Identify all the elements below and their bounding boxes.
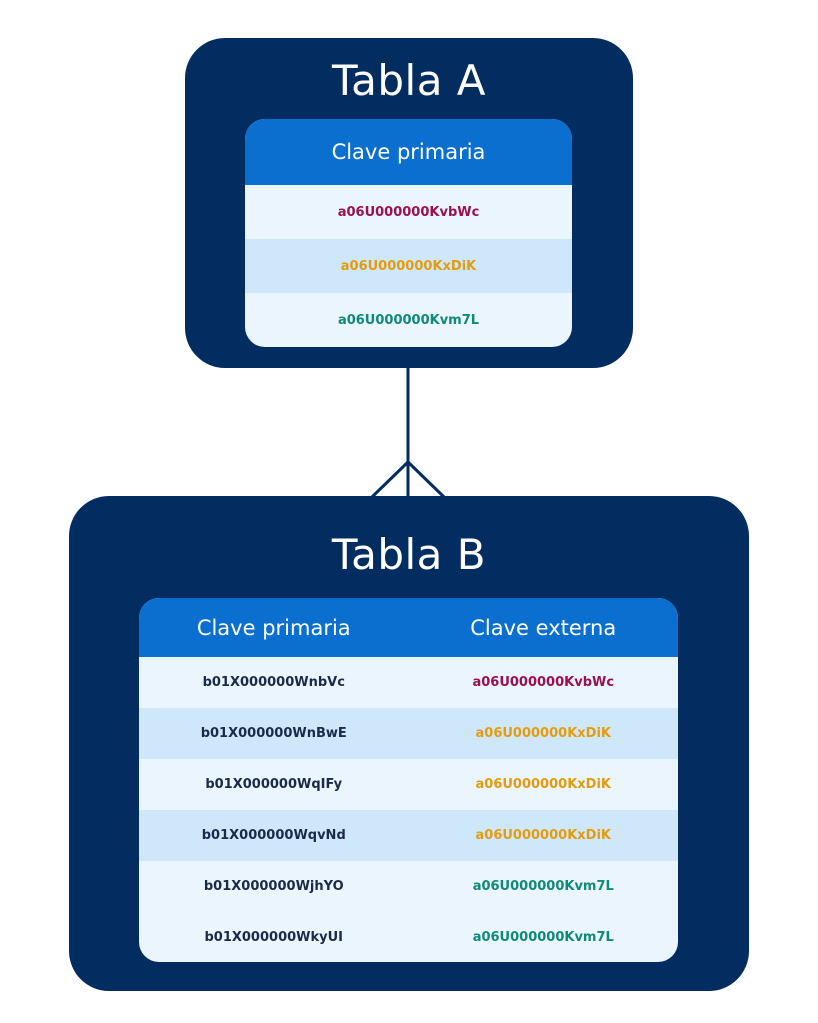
table-row: b01X000000WkyUI a06U000000Kvm7L bbox=[139, 912, 678, 962]
primary-key-cell: b01X000000WqvNd bbox=[201, 828, 346, 843]
table-b-panel: Tabla B Clave primaria Clave externa b01… bbox=[69, 496, 749, 991]
primary-key-cell: a06U000000KxDiK bbox=[340, 258, 477, 274]
foreign-key-cell: a06U000000KxDiK bbox=[475, 777, 611, 792]
foreign-key-cell: a06U000000KvbWc bbox=[472, 675, 615, 690]
foreign-key-cell: a06U000000KxDiK bbox=[475, 726, 611, 741]
primary-key-cell: a06U000000KvbWc bbox=[337, 204, 480, 220]
table-row: a06U000000KxDiK bbox=[245, 239, 572, 293]
primary-key-cell: b01X000000WnBwE bbox=[200, 726, 347, 741]
table-a-panel: Tabla A Clave primaria a06U000000KvbWc a… bbox=[185, 38, 633, 368]
table-row: a06U000000Kvm7L bbox=[245, 293, 572, 347]
table-row: b01X000000WqvNd a06U000000KxDiK bbox=[139, 810, 678, 861]
foreign-key-cell: a06U000000Kvm7L bbox=[472, 929, 614, 945]
crows-foot-right bbox=[406, 460, 446, 499]
table-b-primary-key-header: Clave primaria bbox=[196, 615, 351, 640]
crows-foot-left bbox=[370, 460, 410, 499]
table-a-header: Clave primaria bbox=[245, 119, 572, 185]
table-row: a06U000000KvbWc bbox=[245, 185, 572, 239]
foreign-key-cell: a06U000000Kvm7L bbox=[472, 879, 614, 894]
table-row: b01X000000WjhYO a06U000000Kvm7L bbox=[139, 861, 678, 912]
primary-key-cell: a06U000000Kvm7L bbox=[337, 312, 480, 328]
table-a-card: Clave primaria a06U000000KvbWc a06U00000… bbox=[245, 119, 572, 347]
primary-key-cell: b01X000000WnbVc bbox=[202, 675, 345, 690]
table-a-title: Tabla A bbox=[331, 56, 487, 105]
table-a-rows: a06U000000KvbWc a06U000000KxDiK a06U0000… bbox=[245, 185, 572, 347]
table-row: b01X000000WnBwE a06U000000KxDiK bbox=[139, 708, 678, 759]
table-b-foreign-key-header: Clave externa bbox=[470, 615, 617, 640]
primary-key-cell: b01X000000WkyUI bbox=[204, 929, 344, 945]
table-b-card: Clave primaria Clave externa b01X000000W… bbox=[139, 598, 678, 962]
table-row: b01X000000WqIFy a06U000000KxDiK bbox=[139, 759, 678, 810]
table-b-rows: b01X000000WnbVc a06U000000KvbWc b01X0000… bbox=[139, 657, 678, 962]
table-b-title: Tabla B bbox=[331, 530, 487, 579]
table-a-primary-key-header: Clave primaria bbox=[331, 140, 486, 164]
table-b-header: Clave primaria Clave externa bbox=[139, 598, 678, 657]
foreign-key-cell: a06U000000KxDiK bbox=[475, 828, 611, 843]
primary-key-cell: b01X000000WqIFy bbox=[205, 777, 343, 792]
table-row: b01X000000WnbVc a06U000000KvbWc bbox=[139, 657, 678, 708]
primary-key-cell: b01X000000WjhYO bbox=[203, 879, 344, 894]
